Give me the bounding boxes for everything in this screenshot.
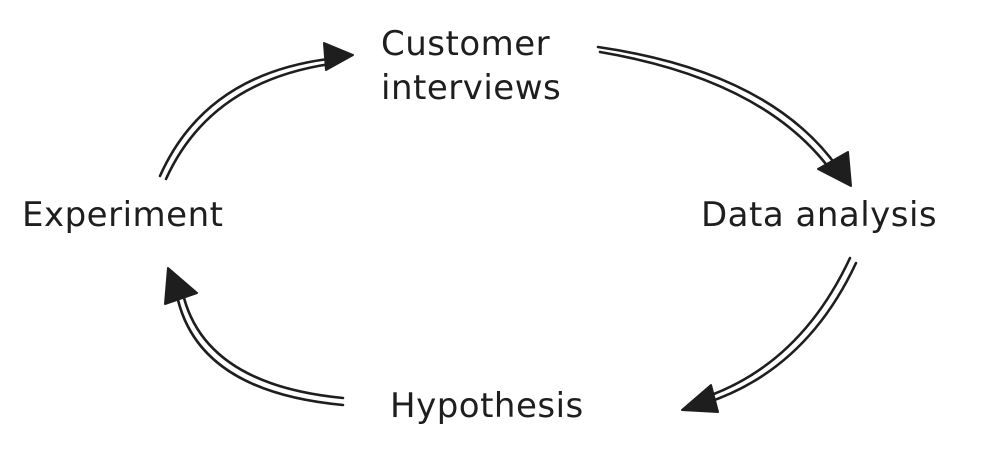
arrowhead-icon <box>681 384 719 413</box>
arrow-shaft <box>158 57 330 178</box>
arrowhead-icon <box>817 151 852 187</box>
node-customer-interviews: Customer interviews <box>381 22 561 110</box>
arrow-shaft <box>598 50 834 174</box>
arrow-shaft <box>182 296 345 400</box>
arrow-shaft <box>596 45 840 170</box>
node-hypothesis: Hypothesis <box>390 386 584 426</box>
arrow-shaft <box>176 298 345 407</box>
arrow-interviews-to-analysis <box>596 45 852 187</box>
node-data-analysis: Data analysis <box>701 195 938 235</box>
arrow-experiment-to-interviews <box>158 42 354 181</box>
arrowhead-icon <box>164 267 198 305</box>
arrow-shaft <box>164 62 332 181</box>
node-experiment: Experiment <box>22 195 224 235</box>
arrow-analysis-to-hypothesis <box>681 256 858 413</box>
arrow-shaft <box>704 261 858 405</box>
arrow-shaft <box>701 256 852 400</box>
node-label-line: interviews <box>381 68 562 109</box>
arrowhead-icon <box>323 42 354 71</box>
node-label-line: Customer <box>381 24 551 64</box>
arrow-hypothesis-to-experiment <box>164 267 345 407</box>
